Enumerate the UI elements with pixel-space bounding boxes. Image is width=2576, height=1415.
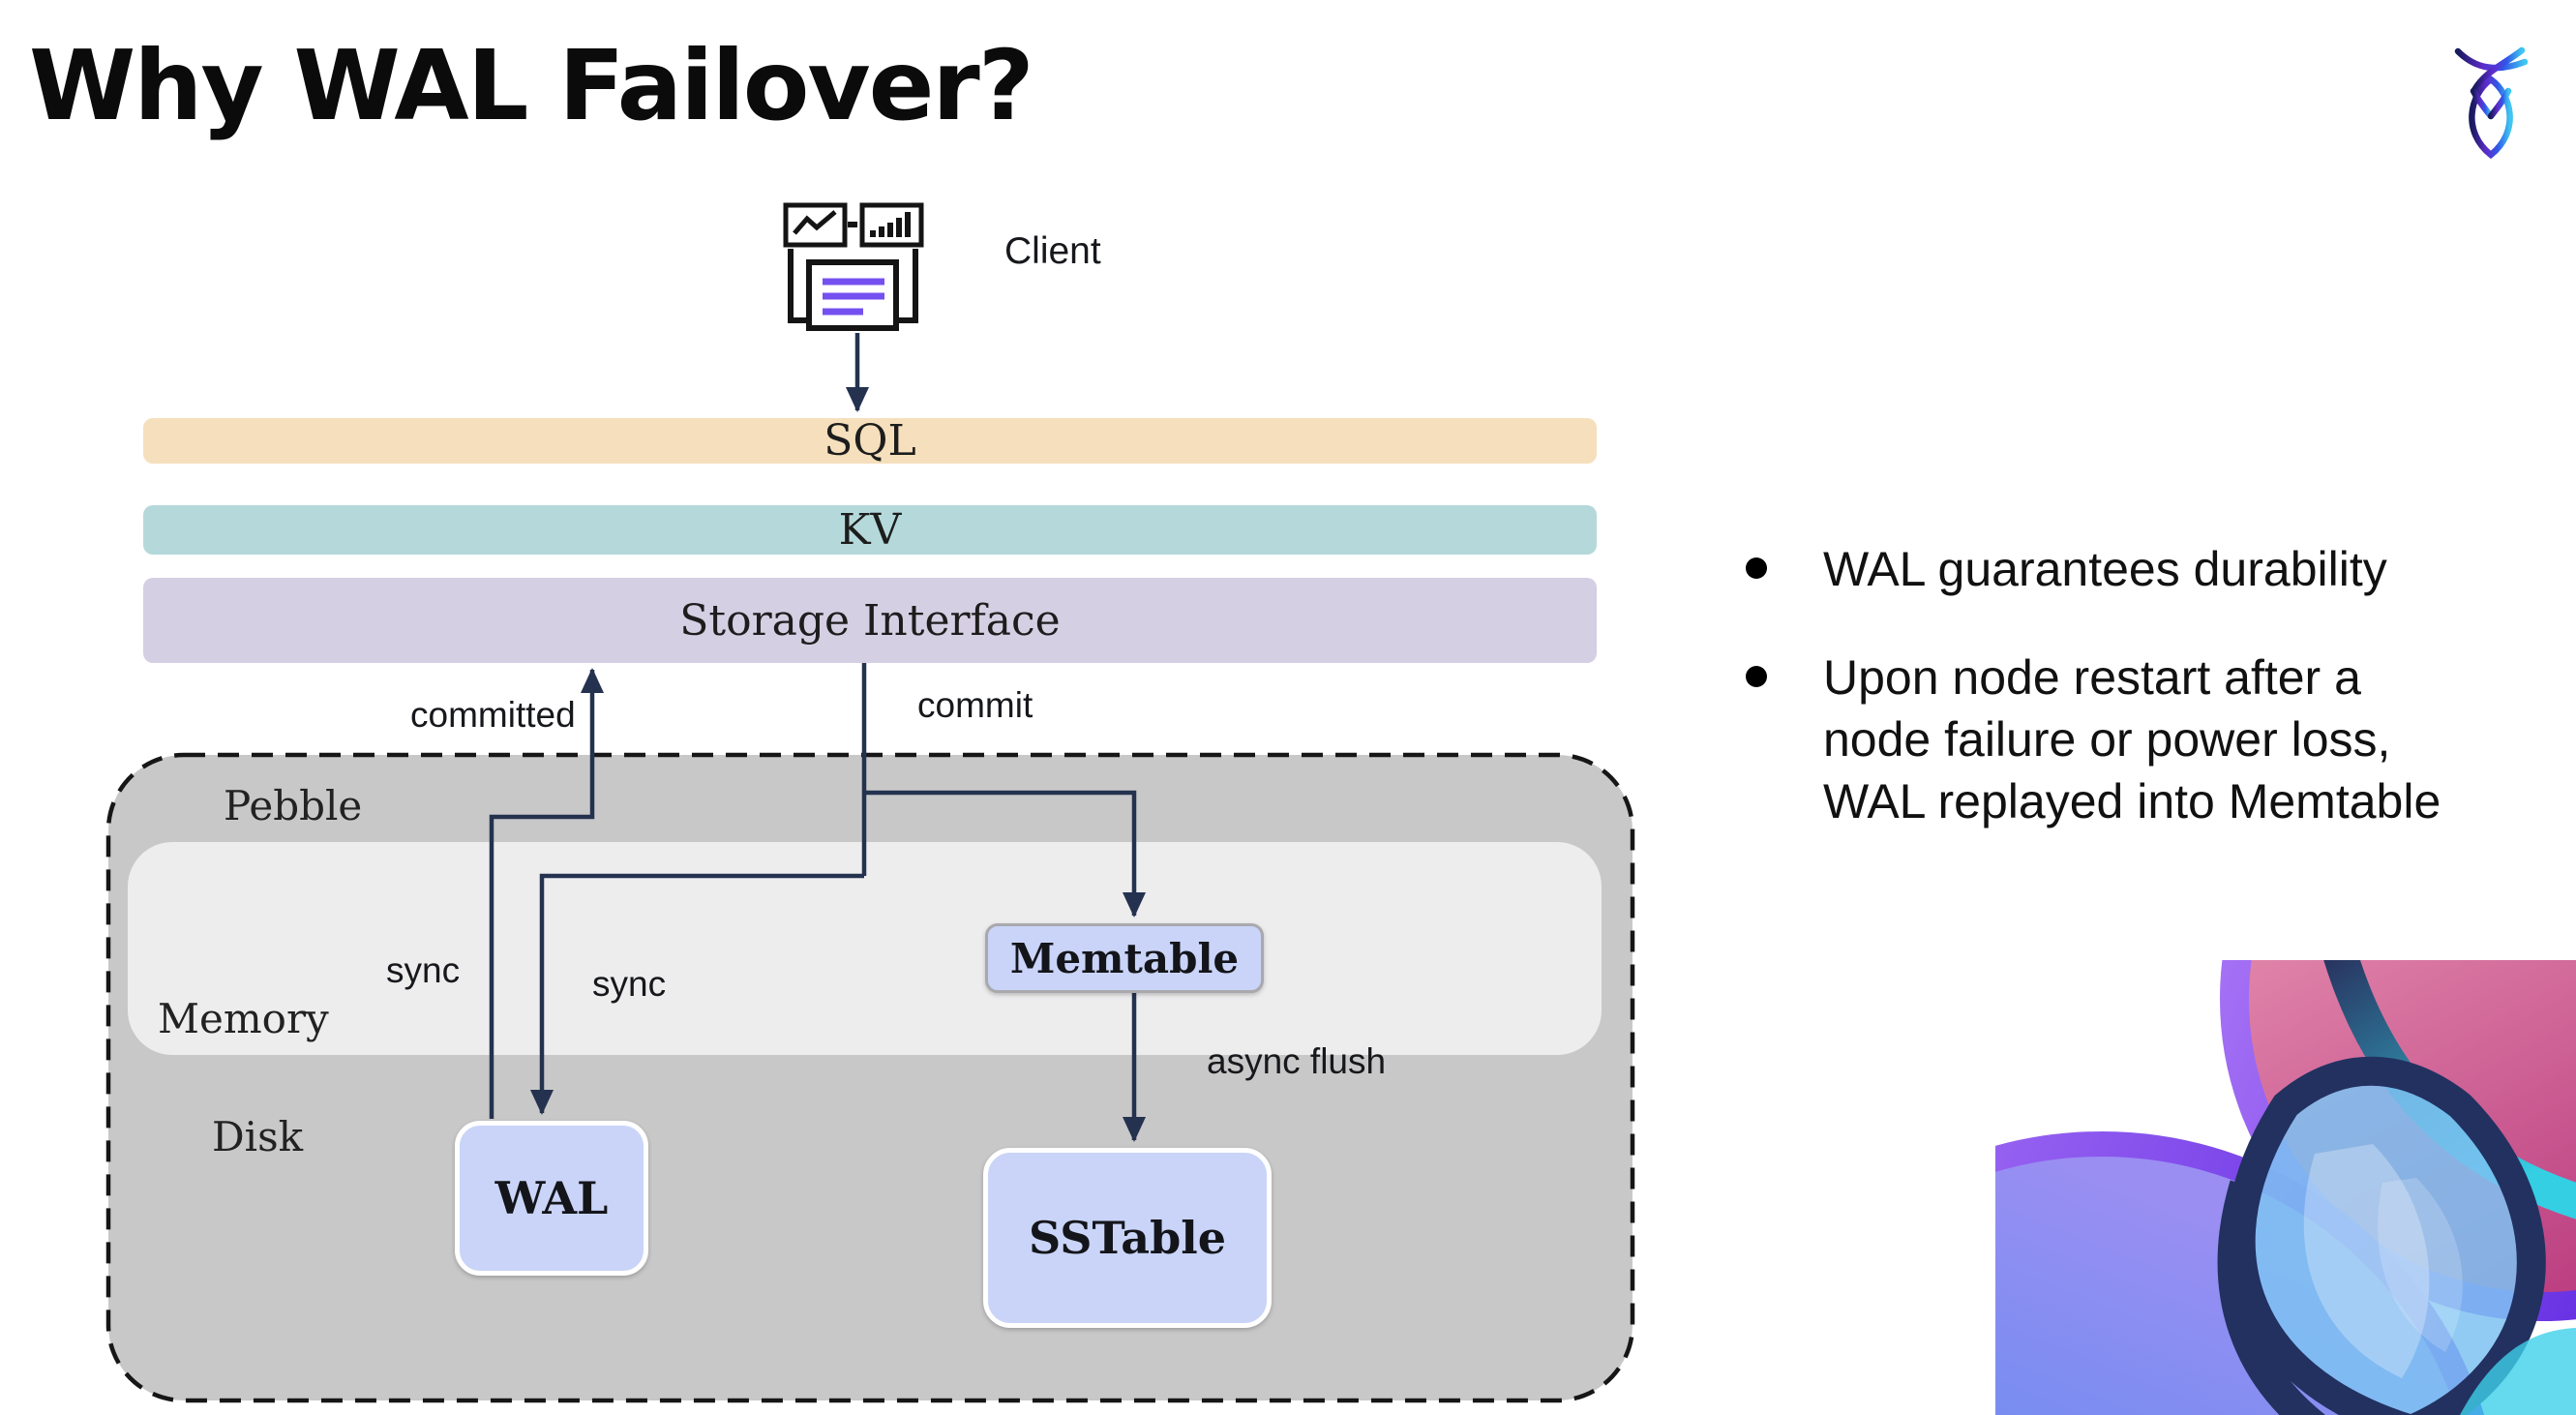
disk-label: Disk [212, 1113, 304, 1160]
committed-arrow-label: committed [410, 695, 576, 735]
pebble-container [105, 752, 1635, 1403]
pebble-label: Pebble [224, 782, 363, 829]
memory-band [128, 842, 1602, 1055]
bullet-icon [1746, 666, 1767, 687]
kv-layer-bar: KV [143, 505, 1597, 555]
async-flush-label: async flush [1207, 1041, 1387, 1081]
bullet-list: WAL guarantees durability Upon node rest… [1732, 538, 2576, 832]
decorative-artwork [1995, 960, 2576, 1415]
bullet-icon [1746, 557, 1767, 579]
wal-box-label: WAL [494, 1172, 609, 1224]
sstable-box: SSTable [983, 1148, 1272, 1328]
arrow-committed-wal-to-storage [489, 668, 604, 1119]
kv-layer-label: KV [838, 505, 902, 555]
cockroach-logo-icon [2454, 46, 2528, 160]
wal-box: WAL [455, 1121, 648, 1276]
sync-label-1: sync [386, 950, 461, 990]
sql-layer-bar: SQL [143, 416, 1597, 466]
sstable-box-label: SSTable [1029, 1212, 1226, 1264]
arrow-commit-to-memtable [864, 790, 1146, 918]
memtable-box: Memtable [985, 923, 1264, 993]
arrow-sync-to-wal [530, 873, 864, 1115]
memory-label: Memory [158, 995, 329, 1042]
commit-arrow-label: commit [917, 685, 1033, 725]
memtable-box-label: Memtable [1009, 934, 1240, 982]
page-title: Why WAL Failover? [29, 29, 1034, 142]
client-label: Client [1004, 230, 1101, 272]
bullet-text-2: Upon node restart after a node failure o… [1823, 650, 2441, 828]
sync-label-2: sync [592, 964, 667, 1004]
sql-layer-label: SQL [824, 416, 916, 466]
bullet-text-1: WAL guarantees durability [1823, 542, 2387, 596]
storage-interface-layer-label: Storage Interface [679, 595, 1061, 646]
storage-interface-layer-bar: Storage Interface [143, 578, 1597, 663]
list-item: WAL guarantees durability [1732, 538, 2576, 600]
client-icon [783, 202, 924, 331]
list-item: Upon node restart after a node failure o… [1732, 647, 2576, 832]
